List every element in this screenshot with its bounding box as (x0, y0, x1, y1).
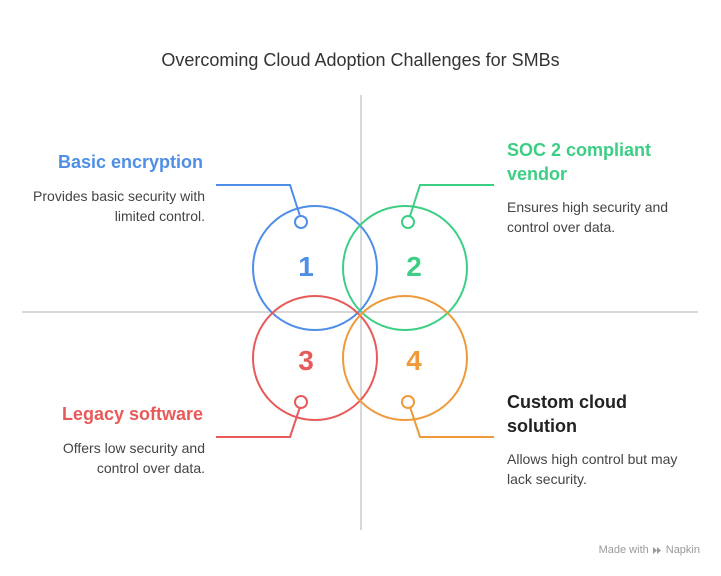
anchor-dot-1 (294, 215, 308, 229)
anchor-dot-3 (294, 395, 308, 409)
circle-4 (342, 295, 468, 421)
anchor-dot-2 (401, 215, 415, 229)
circle-number-2: 2 (406, 251, 422, 282)
diagram-title: Overcoming Cloud Adoption Challenges for… (161, 50, 560, 70)
napkin-icon (652, 546, 661, 554)
footer-watermark: Made with Napkin (599, 544, 700, 556)
circle-2 (342, 205, 468, 331)
connector-2 (409, 184, 494, 217)
anchor-dot-4 (401, 395, 415, 409)
quadrant-1-title: Basic encryption (57, 152, 203, 172)
circle-3 (252, 295, 378, 421)
quadrant-4-description: Allows high control but may lack securit… (507, 451, 678, 487)
quadrant-3-description: Offers low security and control over dat… (62, 440, 205, 476)
quadrant-3-title: Legacy software (61, 404, 203, 424)
made-with-label: Made with (598, 544, 649, 556)
connector-3 (216, 406, 301, 438)
circle-number-3: 3 (298, 345, 314, 376)
circle-1 (252, 205, 378, 331)
connector-4 (409, 406, 494, 438)
circle-number-4: 4 (406, 345, 422, 376)
quadrant-2-description: Ensures high security and control over d… (507, 199, 669, 235)
quadrant-1-description: Provides basic security with limited con… (33, 188, 205, 224)
connector-1 (216, 184, 301, 217)
quadrant-2-title: SOC 2 compliant vendor (507, 140, 652, 184)
circle-number-1: 1 (298, 251, 314, 282)
quadrant-4-title: Custom cloud solution (507, 392, 627, 436)
napkin-brand-label: Napkin (665, 544, 700, 556)
